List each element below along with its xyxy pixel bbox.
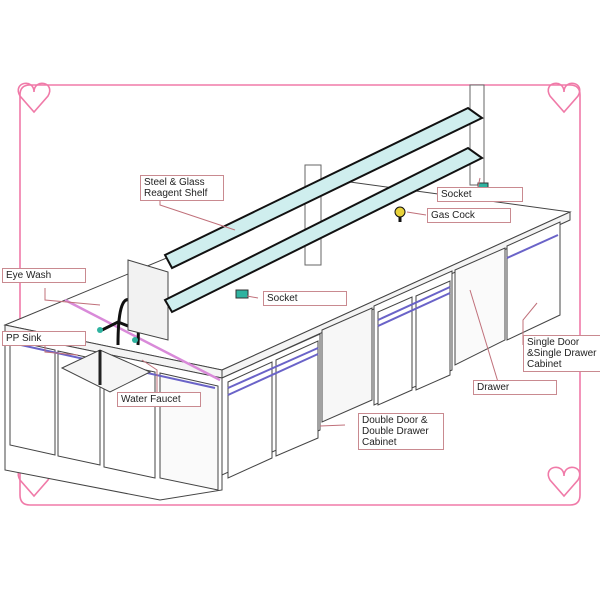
label-double-cabinet: Double Door & Double Drawer Cabinet — [358, 413, 444, 450]
service-rail — [64, 298, 221, 382]
label-eye-wash: Eye Wash — [2, 268, 86, 283]
label-drawer: Drawer — [473, 380, 557, 395]
gas-cock-icon — [394, 206, 406, 222]
reagent-shelf — [163, 106, 484, 314]
label-single-cabinet: Single Door &Single Drawer Cabinet — [523, 335, 600, 372]
decorative-frame — [19, 84, 581, 506]
pegboard-panel — [127, 259, 169, 341]
pp-sink — [60, 349, 152, 393]
drawer-trim — [227, 234, 559, 396]
label-socket-mid: Socket — [263, 291, 347, 306]
sink-cabinet — [4, 332, 223, 501]
label-pp-sink: PP Sink — [2, 331, 86, 346]
label-socket-top: Socket — [437, 187, 523, 202]
label-water-faucet: Water Faucet — [117, 392, 201, 407]
socket-icon — [235, 289, 249, 299]
double-door-cabinet — [221, 221, 561, 479]
label-reagent-shelf: Steel & Glass Reagent Shelf — [140, 175, 224, 201]
label-gas-cock: Gas Cock — [427, 208, 511, 223]
